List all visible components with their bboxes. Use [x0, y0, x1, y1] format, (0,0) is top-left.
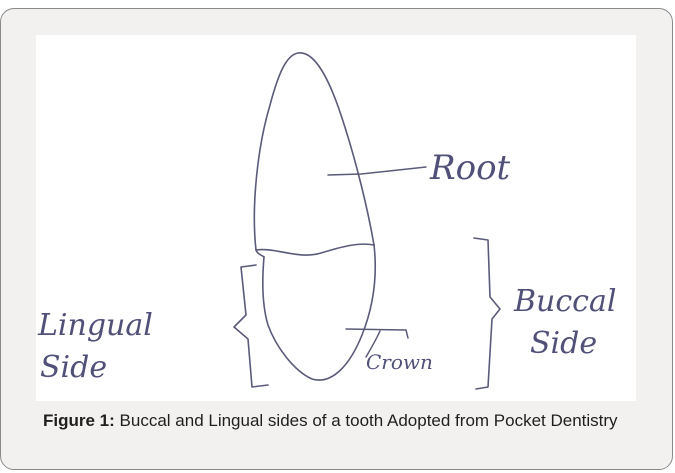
crown-top-edge [256, 244, 374, 255]
root-outline [254, 53, 374, 250]
root-leader-line [328, 167, 426, 175]
tooth-diagram-svg: Root Crown Buccal Side Lingual Side [36, 35, 636, 401]
buccal-label-line2: Side [530, 326, 597, 361]
lingual-label-line1: Lingual [37, 308, 153, 343]
buccal-label-line1: Buccal [513, 284, 616, 319]
figure-caption: Figure 1: Buccal and Lingual sides of a … [43, 409, 637, 433]
crown-label: Crown [366, 350, 433, 374]
root-label: Root [429, 148, 511, 188]
caption-lead: Figure 1: [43, 411, 115, 430]
buccal-bracket [474, 238, 500, 389]
figure-frame: Root Crown Buccal Side Lingual Side Figu… [0, 8, 673, 470]
crown-outline [263, 245, 375, 380]
caption-text: Buccal and Lingual sides of a tooth Adop… [120, 411, 618, 430]
lingual-label-line2: Side [40, 350, 107, 385]
crown-left-edge [256, 250, 264, 257]
tooth-drawing: Root Crown Buccal Side Lingual Side [36, 35, 636, 401]
